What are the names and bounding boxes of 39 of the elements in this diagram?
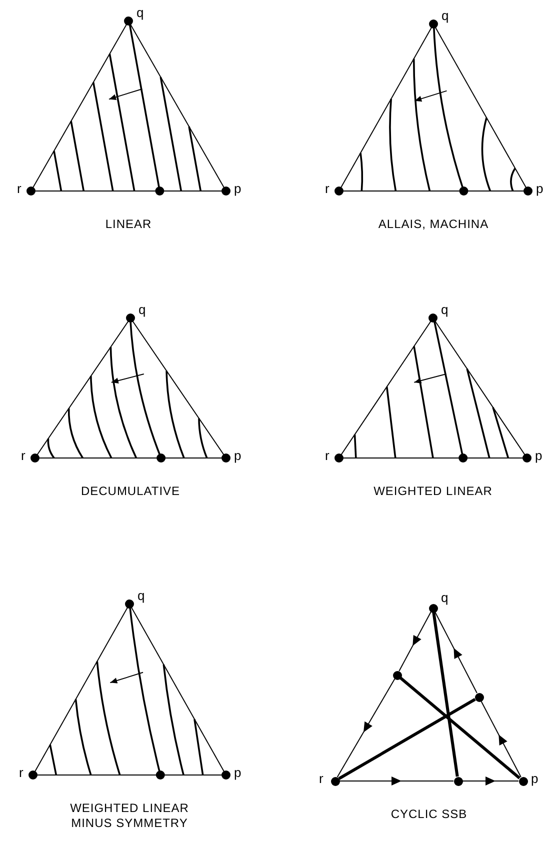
panel-caption: ALLAIS, MACHINA: [377, 217, 490, 232]
vertex-label: r: [17, 181, 22, 196]
vertex-label: p: [536, 181, 543, 196]
vertex-label: r: [325, 448, 330, 463]
vertex-label: q: [442, 8, 449, 23]
arrow: [336, 678, 396, 778]
panel-caption: WEIGHTED LINEAR MINUS SYMMETRY: [69, 801, 190, 831]
vertex-label: q: [441, 590, 448, 605]
panel-caption: LINEAR: [104, 217, 153, 232]
arrow: [398, 611, 432, 672]
arrow: [434, 612, 478, 694]
panel-caption: DECUMULATIVE: [80, 484, 182, 499]
vertex-label: p: [234, 181, 242, 196]
arrow: [339, 776, 454, 786]
vertex-label: q: [441, 302, 448, 317]
vertex-dot: [330, 776, 340, 786]
vertex-label: p: [535, 448, 542, 463]
panel-caption: WEIGHTED LINEAR: [372, 484, 494, 499]
vertex-label: q: [138, 302, 146, 317]
vertex-label: q: [136, 5, 144, 20]
arrow: [480, 700, 522, 778]
vertex-dot: [428, 604, 438, 612]
vertex-dot: [392, 670, 402, 680]
vertex-dot: [454, 776, 462, 786]
connector-line: [432, 612, 459, 777]
vertex-label: r: [19, 765, 24, 780]
vertex-label: r: [21, 448, 26, 463]
vertex-label: r: [325, 181, 330, 196]
vertex-dot: [518, 776, 528, 786]
vertex-label: p: [234, 765, 242, 780]
vertex-label: p: [234, 448, 242, 463]
panel-caption: CYCLIC SSB: [390, 807, 468, 822]
connector-line: [338, 698, 476, 780]
arrow: [462, 776, 519, 786]
connector-line: [399, 676, 521, 780]
vertex-label: r: [319, 771, 324, 786]
vertex-label: q: [138, 588, 145, 603]
vertex-dot: [474, 692, 484, 702]
vertex-label: p: [531, 771, 538, 786]
